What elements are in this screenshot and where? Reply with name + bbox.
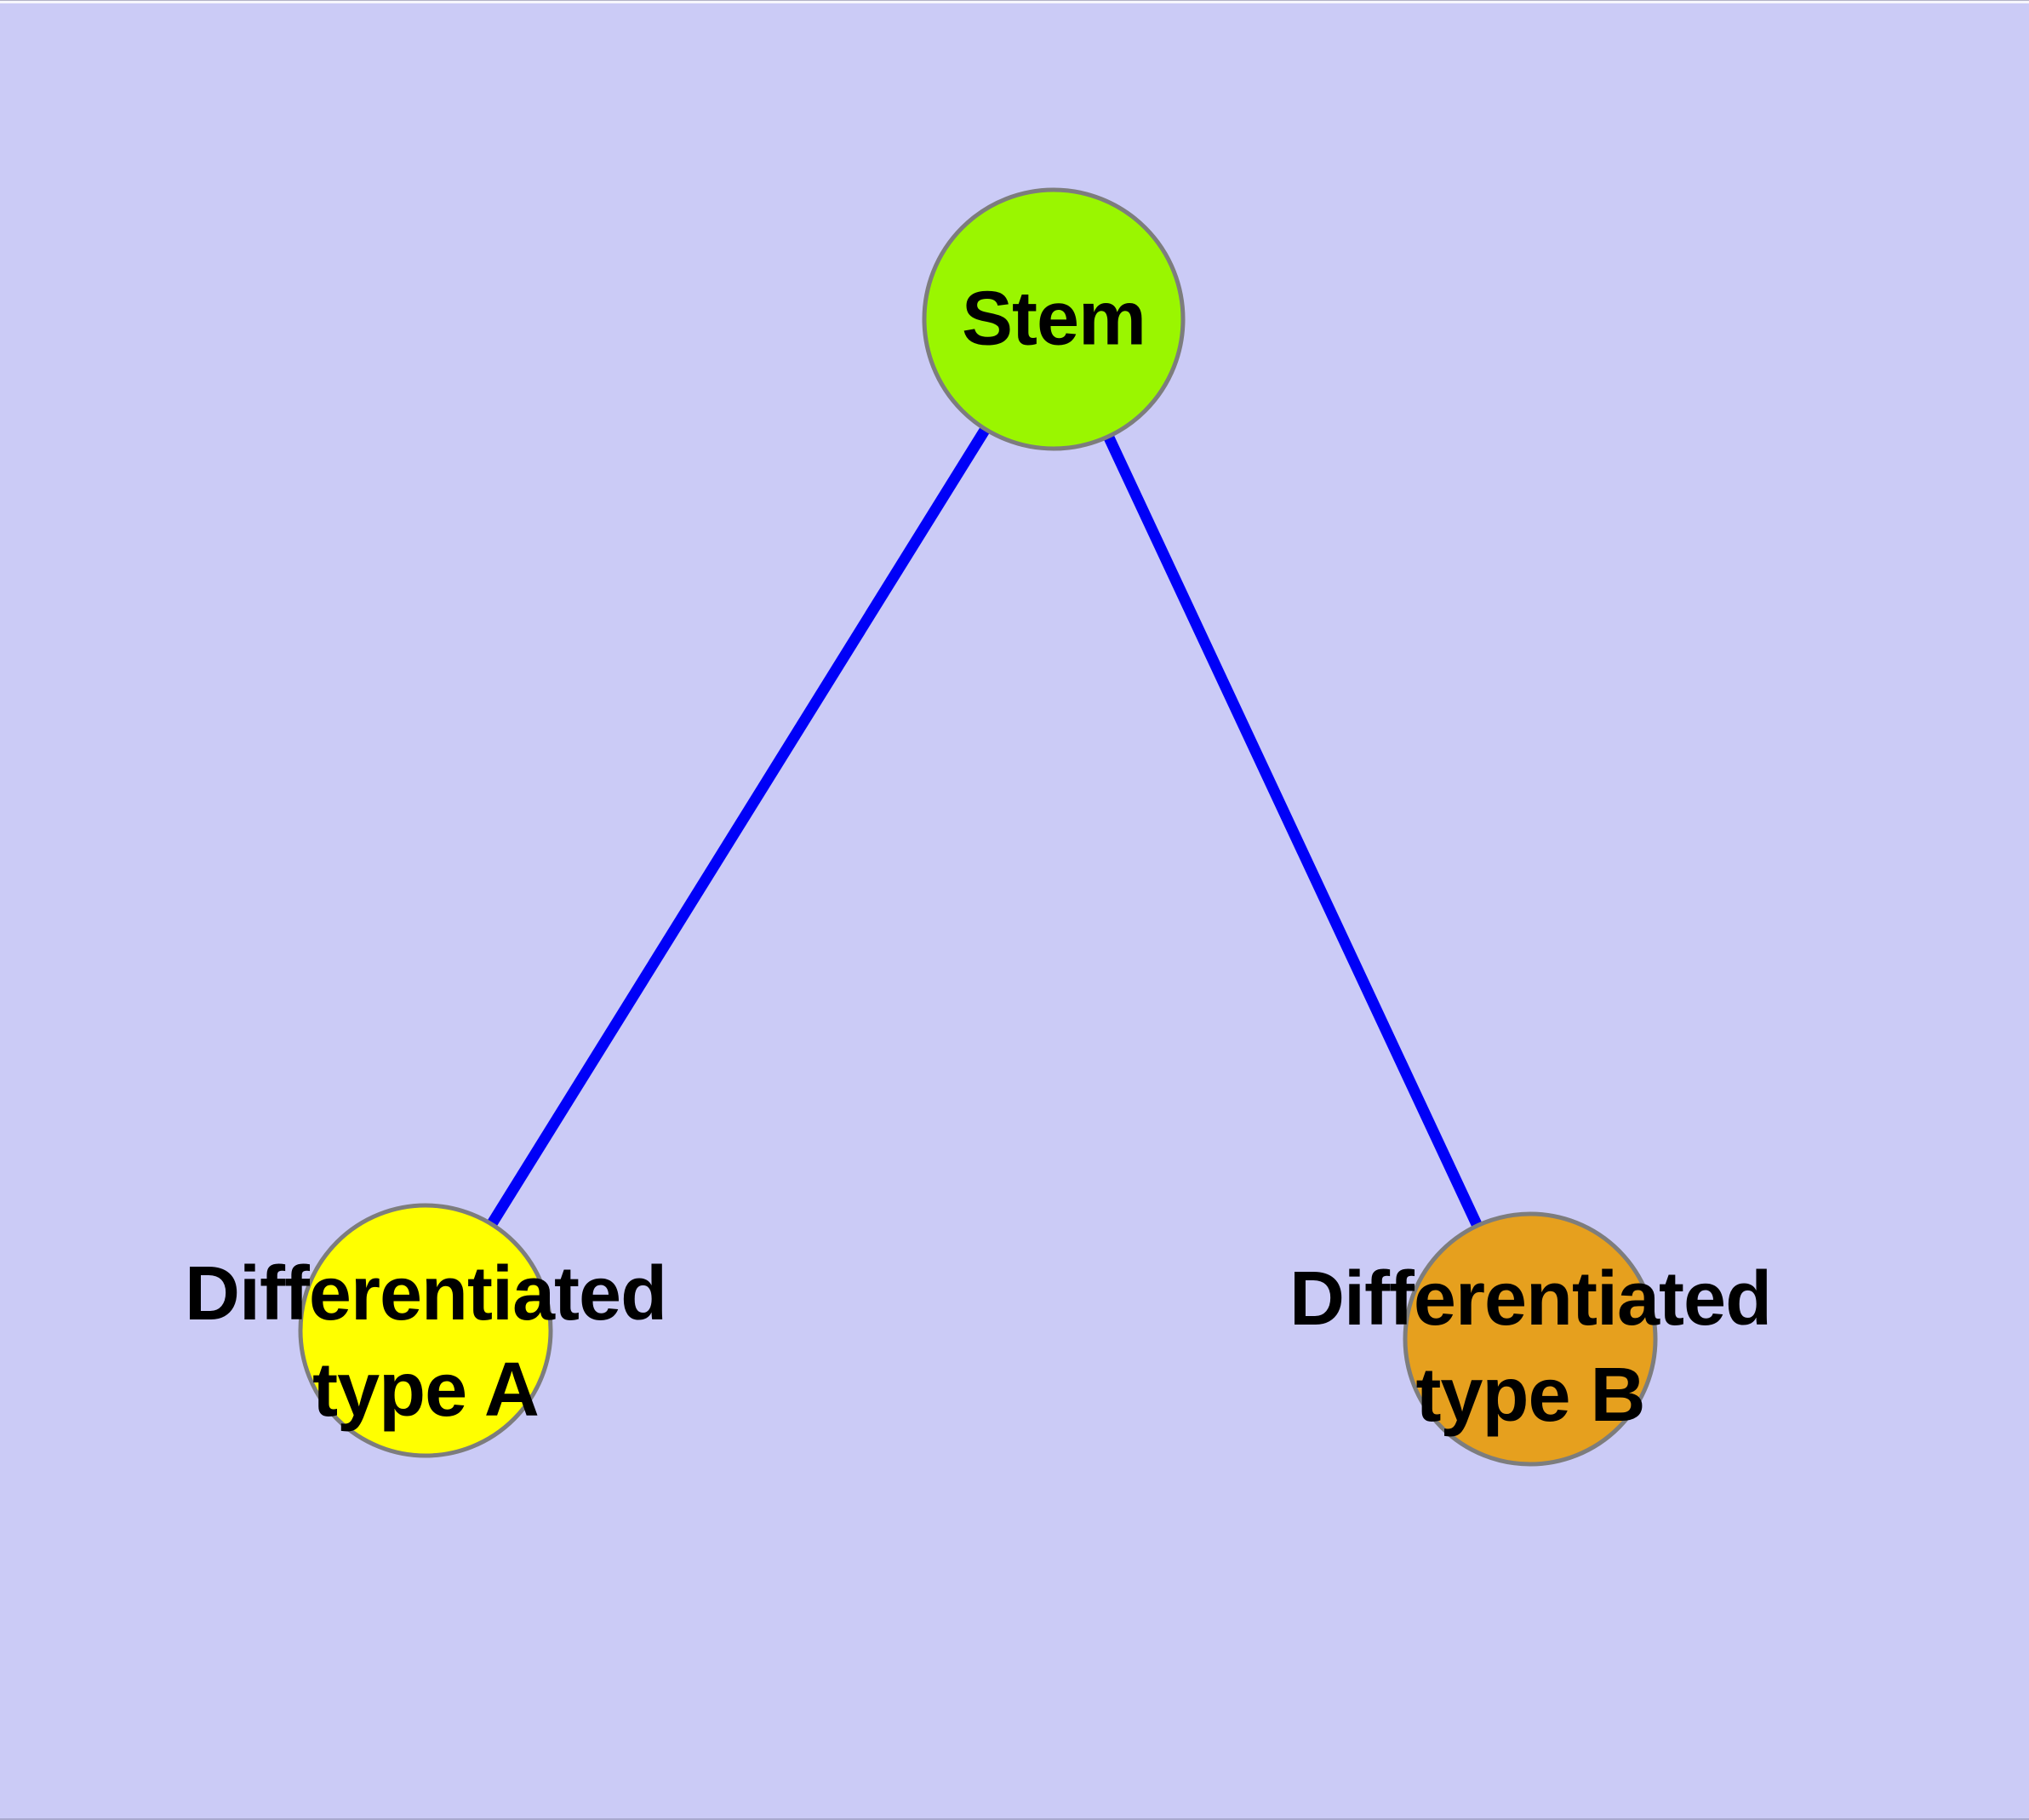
window-bottom-edge <box>0 1818 2029 1820</box>
window-top-edge <box>0 0 2029 3</box>
node-type-b-circle <box>1403 1211 1658 1467</box>
node-type-a-circle <box>298 1203 553 1458</box>
edge-stem-to-type-a <box>420 316 1059 1334</box>
node-stem-circle <box>922 187 1186 451</box>
edge-stem-to-type-b <box>1049 317 1535 1342</box>
